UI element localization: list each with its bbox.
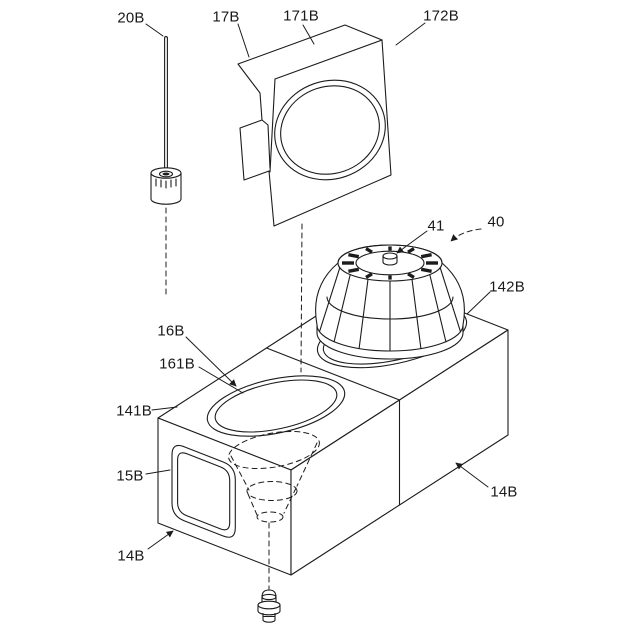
leader-142B (466, 291, 491, 315)
recess-16B (206, 375, 346, 437)
leader-141B (151, 406, 178, 411)
bottom-plug-drawing (257, 589, 281, 623)
knob-knurling (155, 178, 177, 189)
dome-center-knob (382, 252, 398, 266)
leader-161B (198, 366, 244, 394)
leader-16B (185, 336, 237, 387)
leader-20B (145, 23, 164, 37)
leader-lines (145, 22, 491, 550)
ref-label-172B: 172B (423, 7, 459, 25)
cap-block-hole (274, 79, 386, 181)
dome-top-plate (337, 244, 443, 282)
ref-label-17B: 17B (212, 8, 240, 26)
pad-15B (171, 444, 236, 538)
leader-14B-right (455, 462, 489, 488)
ref-label-16B: 16B (157, 322, 185, 340)
dome-cage-drawing (315, 244, 465, 360)
leader-172B (395, 22, 426, 46)
pin-rod-drawing (150, 36, 182, 205)
ref-label-141B: 141B (116, 402, 152, 420)
ref-label-161B: 161B (159, 355, 195, 373)
ref-label-41: 41 (427, 217, 445, 235)
leader-40 (450, 228, 482, 242)
leader-15B (145, 469, 171, 475)
dome-ribs (318, 267, 462, 352)
leader-17B (237, 23, 250, 58)
hidden-cavity-lines (228, 430, 320, 590)
ref-label-40: 40 (487, 213, 505, 231)
ref-label-15B: 15B (116, 467, 144, 485)
cap-block-silhouette (237, 24, 392, 227)
leader-41 (396, 230, 428, 254)
ref-label-14B-right: 14B (490, 483, 518, 501)
ref-label-14B-left: 14B (117, 547, 145, 565)
ref-label-142B: 142B (489, 278, 525, 296)
leader-14B-left (147, 530, 174, 550)
cap-block-drawing (237, 24, 392, 227)
ref-label-20B: 20B (117, 9, 145, 27)
dome-top-slots (342, 246, 438, 280)
assembly-axis-lines (165, 207, 303, 373)
housing-seam (265, 347, 401, 506)
leader-171B (302, 24, 315, 45)
ref-label-171B: 171B (283, 7, 319, 25)
